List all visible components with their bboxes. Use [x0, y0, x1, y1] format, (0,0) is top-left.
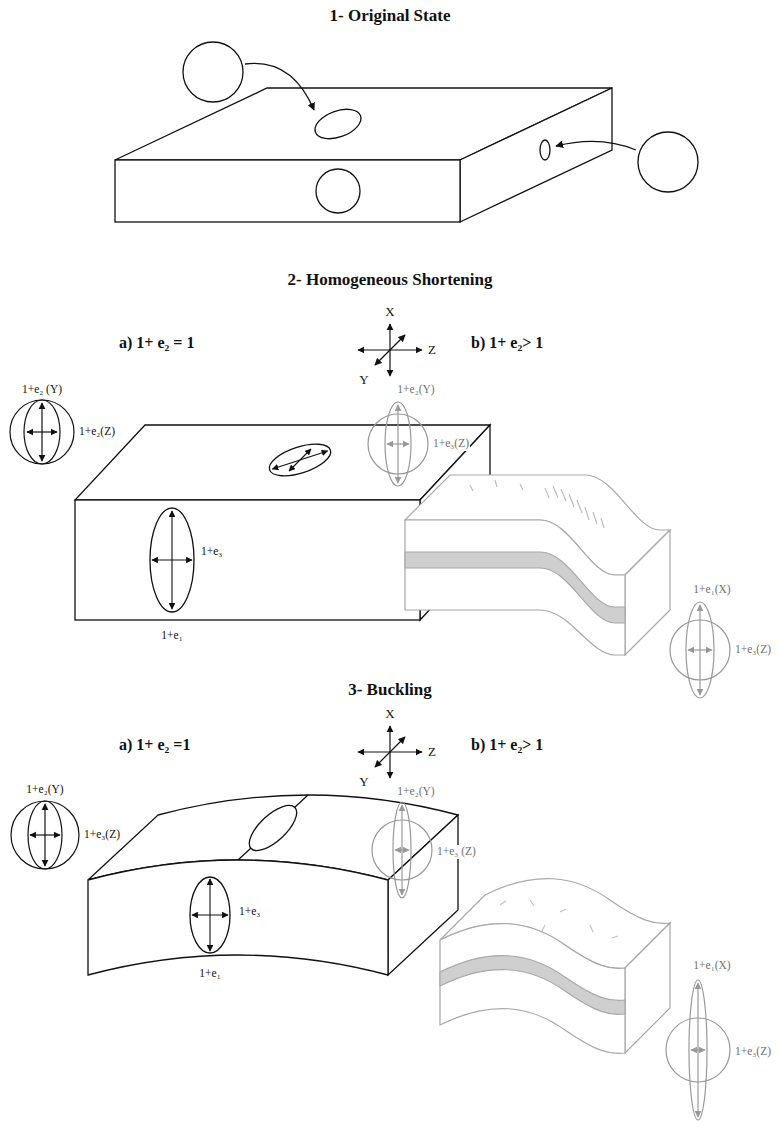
- reference-circle: [183, 42, 243, 102]
- strain-ellipse: [10, 400, 74, 464]
- axis-label: Y: [358, 373, 369, 388]
- buckled-block: [88, 795, 458, 975]
- axis-cross: [375, 335, 405, 365]
- strain-label: 1+e₃(Z): [734, 643, 772, 656]
- buckled-block: [190, 877, 230, 953]
- strain-label: 1+e₂(Y): [396, 785, 435, 798]
- strain-label: 1+e₃(Z): [83, 828, 121, 841]
- strain-label: 1+e₂(Y): [396, 383, 435, 396]
- axis-label: Z: [427, 745, 437, 760]
- strain-arrow: [192, 914, 228, 915]
- transfer-arrow: [245, 63, 314, 110]
- folded-block: [440, 956, 625, 1015]
- case-heading: b) 1+ e₂> 1: [470, 736, 544, 754]
- strain-label: 1+e₃: [238, 905, 261, 918]
- axis-label: Y: [358, 775, 369, 790]
- folded-block: [440, 879, 670, 1054]
- axis-cross: [358, 324, 422, 376]
- strain-label: 1+e₁(X): [692, 959, 731, 972]
- strain-ellipse: [10, 400, 74, 464]
- reference-circle: [183, 42, 698, 192]
- section-heading: 1- Original State: [329, 6, 452, 26]
- case-heading: b) 1+ e₂> 1: [470, 334, 544, 352]
- strain-label: 1+e₂(Z): [78, 425, 116, 438]
- strain-label: 1+e₃: [200, 545, 223, 558]
- strain-ellipse: [24, 400, 60, 464]
- buckled-block: [238, 795, 308, 860]
- axis-cross: [358, 726, 422, 778]
- monocline-block: [625, 530, 670, 655]
- shortened-block: [75, 425, 490, 500]
- strain-ellipse: [395, 849, 409, 850]
- strain-label: 1+e₁: [160, 629, 183, 642]
- shortened-block: [75, 500, 420, 620]
- strain-ellipse: [393, 802, 411, 898]
- axis-label: X: [384, 707, 395, 722]
- strain-label: 1+e₃(Z): [432, 437, 470, 450]
- folded-block: [625, 923, 670, 1053]
- original-block: [460, 88, 612, 222]
- shortened-block: [266, 438, 335, 483]
- original-block: [540, 140, 550, 160]
- strain-ellipse: [385, 402, 411, 486]
- reference-circle: [638, 132, 698, 192]
- monocline-block: [405, 552, 625, 623]
- strain-ellipse: [372, 802, 730, 1120]
- axis-cross: [375, 737, 405, 767]
- strain-ellipse: [28, 801, 62, 869]
- buckled-block: [88, 860, 388, 975]
- case-heading: a) 1+ e₂ =1: [118, 736, 191, 754]
- strain-ellipse: [689, 980, 707, 1120]
- monocline-block: [405, 475, 670, 655]
- original-block: [115, 160, 460, 222]
- monocline-block: [470, 480, 604, 528]
- strain-label: 1+e₃ (Z): [436, 845, 477, 858]
- strain-label: 1+e₂ (Y): [21, 383, 63, 396]
- strain-label: 1+e₁(X): [692, 583, 731, 596]
- monocline-block: [405, 520, 625, 655]
- axis-label: X: [384, 305, 395, 320]
- strain-ellipse: [368, 402, 730, 698]
- strain-ellipse: [11, 801, 79, 869]
- folded-block: [440, 924, 625, 1054]
- original-block: [311, 104, 365, 145]
- strain-label: 1+e₁: [198, 967, 221, 980]
- strain-arrow: [192, 879, 228, 951]
- strain-arrow: [289, 449, 311, 471]
- shortened-block: [150, 508, 194, 612]
- folded-block: [500, 900, 618, 938]
- strain-ellipse: [11, 801, 79, 869]
- strain-label: 1+e₃(Z): [734, 1045, 772, 1058]
- section-heading: 3- Buckling: [347, 680, 433, 700]
- buckled-block: [242, 798, 304, 858]
- strain-ellipse: [27, 431, 57, 432]
- transfer-arrow: [245, 63, 636, 150]
- transfer-arrow: [556, 141, 636, 150]
- original-block: [115, 88, 612, 222]
- strain-ellipse: [686, 602, 714, 698]
- strain-ellipse: [30, 834, 60, 835]
- strain-label: 1+e₂(Y): [25, 783, 64, 796]
- strain-ellipse: [387, 443, 409, 444]
- original-block: [316, 169, 360, 213]
- strain-arrow: [152, 449, 328, 609]
- section-heading: 2- Homogeneous Shortening: [287, 270, 494, 290]
- case-heading: a) 1+ e₂ = 1: [118, 334, 195, 352]
- strain-ellipse: [688, 649, 712, 650]
- strain-ellipse: [691, 1049, 705, 1050]
- axis-label: Z: [427, 343, 437, 358]
- strain-arrow: [152, 559, 192, 560]
